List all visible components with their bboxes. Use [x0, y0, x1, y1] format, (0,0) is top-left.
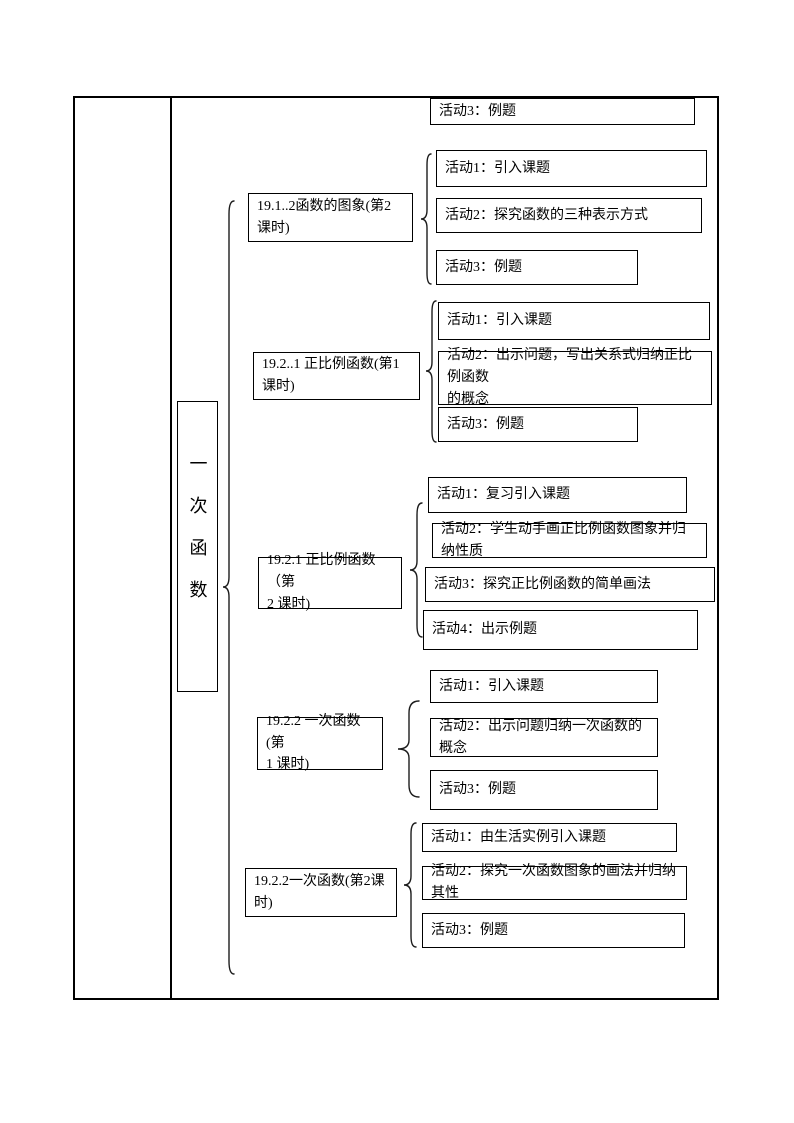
lesson-box-3: 19.2.1 正比例函数（第 2 课时): [258, 553, 402, 612]
activity-box-3-1: 活动1：复习引入课题: [428, 477, 687, 513]
root-node-box: 一次函数: [177, 401, 218, 692]
activity-label: 活动3：例题: [439, 103, 516, 119]
activity-label: 活动2：出示问题归纳一次函数的概念: [439, 718, 642, 756]
activity-label: 活动1：引入课题: [445, 160, 550, 176]
activity-label: 活动4：出示例题: [432, 622, 537, 638]
activity-label: 活动2：探究一次函数图象的画法并归纳其性: [431, 864, 676, 901]
lesson-label: 19.2.2一次函数(第2课时): [254, 873, 385, 911]
root-brace-icon: [222, 200, 235, 975]
lesson-label: 19.2.2 一次函数(第 1 课时): [266, 713, 361, 773]
activity-label: 活动3：例题: [439, 782, 516, 798]
activity-box-2-3: 活动3：例题: [438, 407, 638, 442]
brace-icon-4: [397, 700, 420, 798]
lesson-label: 19.2.1 正比例函数（第 2 课时): [267, 553, 376, 612]
activity-label: 活动2：学生动手画正比例函数图象并归纳性质: [441, 521, 686, 559]
lesson-label: 19.1..2函数的图象(第2课时): [257, 198, 392, 236]
activity-box-3-2: 活动2：学生动手画正比例函数图象并归纳性质: [432, 522, 707, 559]
lesson-label: 19.2..1 正比例函数(第1课时): [262, 357, 400, 394]
activity-box-top: 活动3：例题: [430, 98, 695, 125]
activity-box-5-3: 活动3：例题: [422, 913, 685, 948]
activity-box-1-1: 活动1：引入课题: [436, 150, 707, 187]
lesson-box-2: 19.2..1 正比例函数(第1课时): [253, 352, 420, 400]
activity-label: 活动1：引入课题: [447, 313, 552, 329]
lesson-box-1: 19.1..2函数的图象(第2课时): [248, 193, 413, 242]
activity-box-1-2: 活动2：探究函数的三种表示方式: [436, 198, 702, 233]
activity-box-5-2: 活动2：探究一次函数图象的画法并归纳其性: [422, 864, 687, 901]
lesson-box-4: 19.2.2 一次函数(第 1 课时): [257, 714, 383, 772]
activity-label: 活动2：探究函数的三种表示方式: [445, 207, 648, 223]
activity-box-4-1: 活动1：引入课题: [430, 670, 658, 703]
root-node-label: 一次函数: [187, 454, 208, 622]
activity-label: 活动3：探究正比例函数的简单画法: [434, 576, 651, 592]
activity-label: 活动3：例题: [447, 416, 524, 432]
activity-label: 活动3：例题: [431, 922, 508, 938]
activity-label: 活动2：出示问题，写出关系式归纳正比例函数 的概念: [447, 348, 692, 407]
lesson-box-5: 19.2.2一次函数(第2课时): [245, 868, 397, 917]
activity-label: 活动1：复习引入课题: [437, 487, 570, 503]
table-outer-border: [73, 96, 719, 1000]
activity-box-5-1: 活动1：由生活实例引入课题: [422, 823, 677, 852]
activity-label: 活动3：例题: [445, 259, 522, 275]
activity-box-2-1: 活动1：引入课题: [438, 302, 710, 340]
activity-label: 活动1：引入课题: [439, 678, 544, 694]
activity-box-3-3: 活动3：探究正比例函数的简单画法: [425, 567, 715, 602]
brace-icon-5: [403, 822, 417, 948]
brace-icon-2: [425, 300, 437, 443]
activity-box-3-4: 活动4：出示例题: [423, 610, 698, 650]
activity-box-2-2: 活动2：出示问题，写出关系式归纳正比例函数 的概念: [438, 348, 712, 407]
activity-box-1-3: 活动3：例题: [436, 250, 638, 285]
activity-box-4-2: 活动2：出示问题归纳一次函数的概念: [430, 718, 658, 757]
activity-box-4-3: 活动3：例题: [430, 770, 658, 810]
brace-icon-3: [409, 502, 423, 638]
activity-label: 活动1：由生活实例引入课题: [431, 829, 606, 845]
table-column-divider: [170, 96, 172, 1000]
brace-icon-1: [420, 153, 432, 285]
